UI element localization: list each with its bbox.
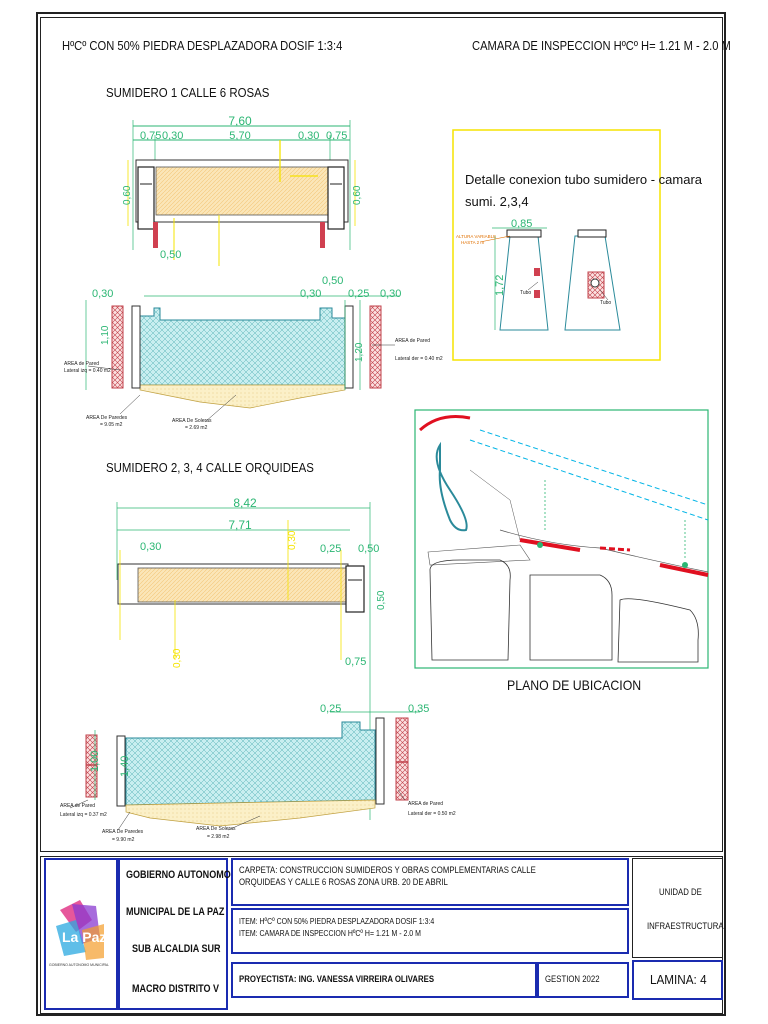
la-paz-logo: La Paz GOBIERNO AUTONOMO MUNICIPAL: [49, 900, 109, 967]
sum234-dim-030-l: 0,30: [140, 541, 161, 553]
sum1-dim-570: 5,70: [229, 130, 250, 142]
gestion-cell: GESTION 2022: [537, 962, 629, 998]
sum234-dim-025: 0,25: [320, 543, 341, 555]
sumidero234-title: SUMIDERO 2, 3, 4 CALLE ORQUIDEAS: [106, 460, 314, 475]
org-line-4: MACRO DISTRITO V: [132, 983, 220, 995]
sum234-dim-050: 0,50: [358, 543, 379, 555]
org-cell: GOBIERNO AUTONOMO MUNICIPAL DE LA PAZ SU…: [118, 858, 231, 1010]
detalle-title-1: Detalle conexion tubo sumidero - camara: [465, 172, 703, 187]
sum1-dim-030-side: 0,30: [92, 288, 113, 300]
item-line-1: ITEM: HºCº CON 50% PIEDRA DESPLAZADORA D…: [239, 916, 435, 926]
sum1-dim-030-l: 0,30: [162, 130, 183, 142]
org-line-3: SUB ALCALDIA SUR: [132, 943, 221, 955]
sum1-dim-050: 0,50: [160, 249, 181, 261]
sum1-area-pared-der-2: Lateral der = 0.40 m2: [395, 356, 443, 362]
logo-text: La Paz: [62, 929, 106, 945]
plano-ubicacion: [414, 409, 709, 669]
sum234-area-paredes-2: = 9.90 m2: [112, 837, 135, 843]
detalle-tubo-right: Tubo: [600, 300, 611, 306]
sum1-dim-total: 7,60: [228, 114, 252, 128]
sum234-area-pared-izq-2: Lateral izq = 0.37 m2: [60, 812, 107, 818]
sumidero1-plan: [127, 120, 356, 266]
drawing-outer-frame: [36, 12, 726, 1016]
detalle-dim-top: 0,85: [511, 218, 532, 230]
sum234-area-paredes-1: AREA De Paredes: [102, 829, 144, 835]
org-line-1: GOBIERNO AUTONOMO: [126, 869, 231, 881]
sum1-dim-vert-r: 0,60: [352, 185, 363, 205]
sum1-dim-120: 1,20: [354, 342, 365, 362]
logo-cell: La Paz GOBIERNO AUTONOMO MUNICIPAL: [44, 858, 118, 1010]
detalle-title-2: sumi. 2,3,4: [465, 194, 529, 209]
sum1-dim-050-mid: 0,50: [322, 275, 343, 287]
sum234-area-pared-der-2: Lateral der = 0.50 m2: [408, 811, 456, 817]
detalle-altura-2: HASTA 2 m: [461, 240, 484, 245]
gestion-text: GESTION 2022: [545, 974, 600, 985]
org-line-2: MUNICIPAL DE LA PAZ: [126, 906, 225, 918]
sum1-dim-vert-l: 0,60: [122, 185, 133, 205]
sumidero234-section: [69, 711, 420, 831]
item-line-2: ITEM: CAMARA DE INSPECCION HºCº H= 1.21 …: [239, 928, 421, 938]
sum234-area-soleras-1: AREA De Soleras: [196, 826, 236, 832]
sum234-area-soleras-2: = 2.98 m2: [207, 834, 230, 840]
plano-title: PLANO DE UBICACION: [507, 677, 642, 693]
sum234-dim-035: 0,35: [408, 703, 429, 715]
carpeta-line-1: CARPETA: CONSTRUCCION SUMIDEROS Y OBRAS …: [239, 865, 536, 876]
detalle-conexion: [452, 129, 661, 361]
sum234-dim-100: 1,00: [89, 751, 101, 772]
sum1-dim-025: 0,25: [348, 288, 369, 300]
sum234-dim-030-top: 0,30: [287, 530, 298, 550]
drawing-inner-frame: [40, 17, 723, 852]
sum1-area-pared-der-1: AREA de Pared: [395, 338, 430, 344]
sum1-dim-075-l: 0,75: [140, 130, 161, 142]
unidad-line-1: UNIDAD DE: [659, 887, 702, 898]
lamina-number: 4: [700, 972, 707, 987]
sum234-dim-030-b: 0,30: [172, 648, 183, 668]
sum1-dim-030-r: 0,30: [298, 130, 319, 142]
detalle-tubo-left: Tubo: [520, 290, 531, 296]
sum234-dim-total: 8,42: [233, 496, 257, 510]
carpeta-line-2: ORQUIDEAS Y CALLE 6 ROSAS ZONA URB. 20 D…: [239, 877, 448, 888]
detalle-dim-side: 1,72: [494, 275, 506, 296]
logo-sub: GOBIERNO AUTONOMO MUNICIPAL: [49, 963, 109, 967]
sumidero1-section: [85, 295, 400, 423]
right-header: CAMARA DE INSPECCION HºCº H= 1.21 M - 2.…: [472, 38, 731, 53]
carpeta-cell: CARPETA: CONSTRUCCION SUMIDEROS Y OBRAS …: [231, 858, 629, 906]
detalle-altura-1: ALTURA VARIABLE: [456, 234, 496, 239]
sum1-dim-030-far: 0,30: [380, 288, 401, 300]
sum1-area-soleras-1: AREA De Soleras: [172, 418, 212, 424]
sum234-dim-140: 1,40: [119, 756, 131, 777]
left-header: HºCº CON 50% PIEDRA DESPLAZADORA DOSIF 1…: [62, 38, 343, 53]
unidad-line-2: INFRAESTRUCTURA: [647, 921, 724, 932]
unidad-cell: UNIDAD DE INFRAESTRUCTURA: [632, 858, 724, 958]
sum1-area-paredes-1: AREA De Paredes: [86, 415, 128, 421]
lamina-label: LAMINA:: [650, 972, 697, 987]
sum234-dim-771: 7,71: [228, 518, 252, 532]
sum234-dim-075: 0,75: [345, 656, 366, 668]
sum1-area-paredes-2: = 9.05 m2: [100, 422, 123, 428]
proyectista-cell: PROYECTISTA: ING. VANESSA VIRREIRA OLIVA…: [231, 962, 537, 998]
sum234-area-pared-izq-1: AREA de Pared: [60, 803, 95, 809]
sum1-dim-110: 1,10: [100, 325, 111, 345]
lamina-cell: LAMINA: 4: [632, 960, 723, 1000]
proyectista-text: PROYECTISTA: ING. VANESSA VIRREIRA OLIVA…: [239, 974, 435, 985]
sum234-dim-050-v: 0,50: [376, 590, 387, 610]
sum234-dim-025-b: 0,25: [320, 703, 341, 715]
sumidero1-title: SUMIDERO 1 CALLE 6 ROSAS: [106, 85, 270, 100]
sum234-area-pared-der-1: AREA de Pared: [408, 801, 443, 807]
sum1-area-pared-izq-2: Lateral izq = 0.40 m2: [64, 368, 111, 374]
sum1-dim-030-top: 0,30: [300, 288, 321, 300]
sum1-dim-075-r: 0,75: [326, 130, 347, 142]
sum1-area-pared-izq-1: AREA de Pared: [64, 361, 99, 367]
sumidero234-plan: [116, 502, 371, 820]
item-cell: ITEM: HºCº CON 50% PIEDRA DESPLAZADORA D…: [231, 908, 629, 954]
sum1-area-soleras-2: = 2.69 m2: [185, 425, 208, 431]
